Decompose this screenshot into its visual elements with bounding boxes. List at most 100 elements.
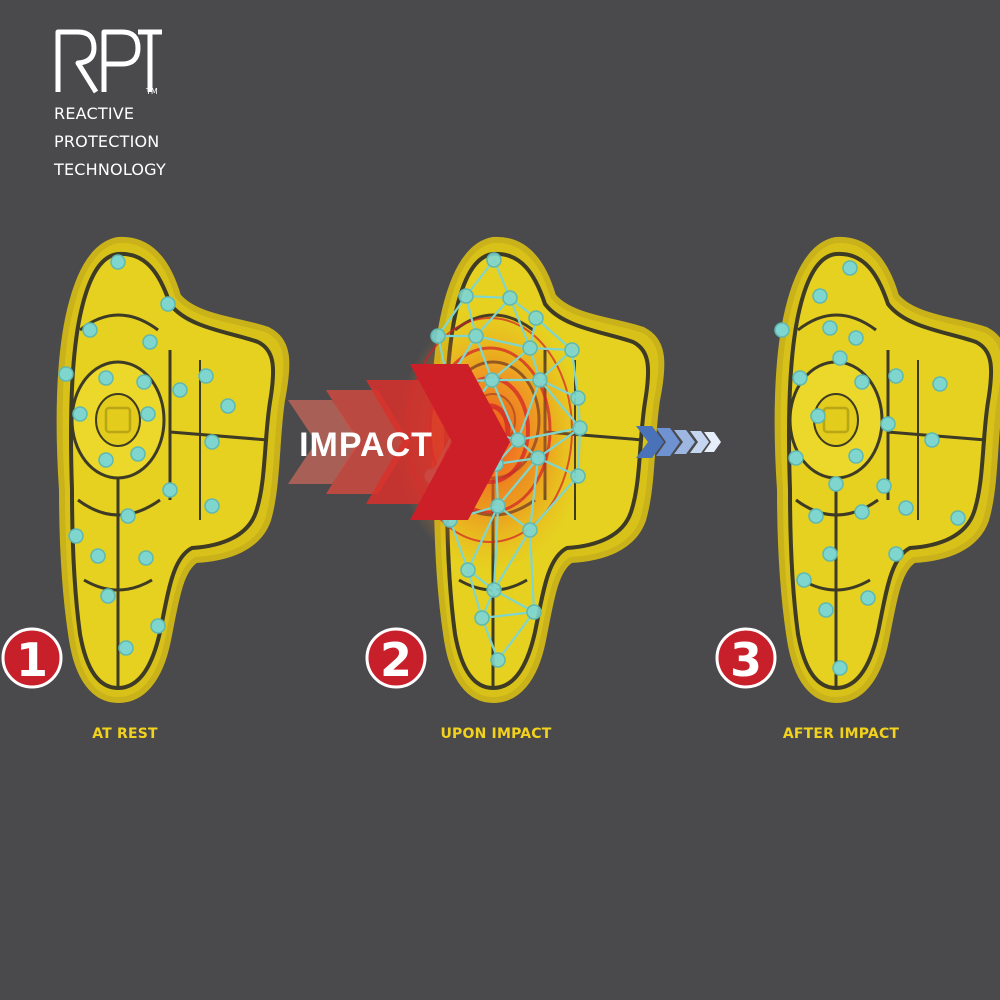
absorption-node	[812, 288, 828, 304]
absorption-node	[796, 572, 812, 588]
absorption-node	[530, 450, 546, 466]
impact-label: IMPACT	[299, 426, 433, 464]
mesh-link	[493, 529, 531, 591]
absorption-node	[162, 482, 178, 498]
absorption-node	[100, 588, 116, 604]
absorption-node	[474, 610, 490, 626]
absorption-node	[198, 368, 214, 384]
mesh-link	[448, 519, 470, 571]
mesh-link	[492, 505, 500, 591]
logo-tm: TM	[145, 87, 158, 96]
absorption-node	[880, 416, 896, 432]
mesh-link	[508, 297, 532, 349]
absorption-node	[458, 288, 474, 304]
absorption-node	[888, 368, 904, 384]
absorption-node	[140, 406, 156, 422]
absorption-node	[572, 420, 588, 436]
mesh-link	[497, 611, 535, 661]
absorption-node	[818, 602, 834, 618]
absorption-node	[120, 508, 136, 524]
absorption-node	[82, 322, 98, 338]
after-chevron-5	[704, 432, 721, 452]
after-chevron-3	[674, 430, 695, 454]
absorption-node	[808, 508, 824, 524]
impact-chevron-4	[410, 364, 510, 520]
absorption-node	[774, 322, 790, 338]
absorption-node	[484, 372, 500, 388]
absorption-node	[68, 528, 84, 544]
absorption-node	[110, 254, 126, 270]
absorption-node	[860, 590, 876, 606]
absorption-node	[842, 260, 858, 276]
absorption-node	[848, 330, 864, 346]
absorption-node	[792, 370, 808, 386]
logo-letter-r	[55, 29, 99, 94]
after-impact-arrows	[636, 426, 721, 458]
absorption-node	[142, 334, 158, 350]
mesh-link	[535, 317, 573, 351]
logo-letter-t	[138, 29, 162, 92]
logo-letter-p	[101, 29, 141, 92]
absorption-node	[510, 432, 526, 448]
svg-text:2: 2	[380, 633, 412, 687]
svg-text:3: 3	[730, 633, 762, 687]
absorption-node	[822, 320, 838, 336]
absorption-node	[160, 296, 176, 312]
mesh-link	[537, 427, 581, 459]
absorption-node	[220, 398, 236, 414]
absorption-node	[822, 546, 838, 562]
absorption-node	[430, 328, 446, 344]
caption-at-rest: AT REST	[92, 726, 158, 742]
absorption-node	[950, 510, 966, 526]
absorption-node	[502, 290, 518, 306]
absorption-node	[522, 340, 538, 356]
mesh-link	[491, 347, 531, 381]
absorption-node	[460, 562, 476, 578]
absorption-node	[832, 350, 848, 366]
absorption-node	[118, 640, 134, 656]
logo-line-technology: TECHNOLOGY	[54, 160, 166, 179]
absorption-node	[204, 434, 220, 450]
mesh-link	[528, 529, 536, 613]
mesh-link	[490, 379, 520, 441]
absorption-node	[828, 476, 844, 492]
mesh-link	[539, 379, 581, 429]
absorption-node	[932, 376, 948, 392]
stage-badge-3: 3	[715, 627, 777, 689]
absorption-node	[150, 618, 166, 634]
absorption-node	[490, 652, 506, 668]
impact-arrows: IMPACT	[288, 364, 510, 520]
absorption-node	[854, 504, 870, 520]
mesh-link	[466, 569, 484, 619]
absorption-node	[876, 478, 892, 494]
mesh-link	[576, 427, 582, 477]
absorption-node	[486, 582, 502, 598]
svg-text:1: 1	[16, 633, 48, 687]
absorption-node	[888, 546, 904, 562]
after-chevron-2	[656, 428, 680, 456]
absorption-node	[810, 408, 826, 424]
absorption-node	[172, 382, 188, 398]
absorption-node	[832, 660, 848, 676]
absorption-node	[924, 432, 940, 448]
stage-badge-1: 1	[1, 627, 63, 689]
absorption-node	[136, 374, 152, 390]
mesh-link	[475, 334, 531, 350]
mesh-link	[474, 335, 494, 381]
absorption-node	[72, 406, 88, 422]
absorption-node	[130, 446, 146, 462]
absorption-node	[564, 342, 580, 358]
logo-line-protection: PROTECTION	[54, 132, 160, 151]
absorption-node	[522, 522, 538, 538]
absorption-node	[90, 548, 106, 564]
mesh-link	[475, 297, 511, 337]
caption-after-impact: AFTER IMPACT	[782, 726, 900, 742]
stage-badge-2: 2	[365, 627, 427, 689]
absorption-node	[204, 498, 220, 514]
absorption-node	[98, 370, 114, 386]
after-chevron-1	[636, 426, 664, 458]
absorption-node	[570, 390, 586, 406]
absorption-node	[490, 498, 506, 514]
mesh-link	[529, 475, 579, 531]
absorption-node	[526, 604, 542, 620]
